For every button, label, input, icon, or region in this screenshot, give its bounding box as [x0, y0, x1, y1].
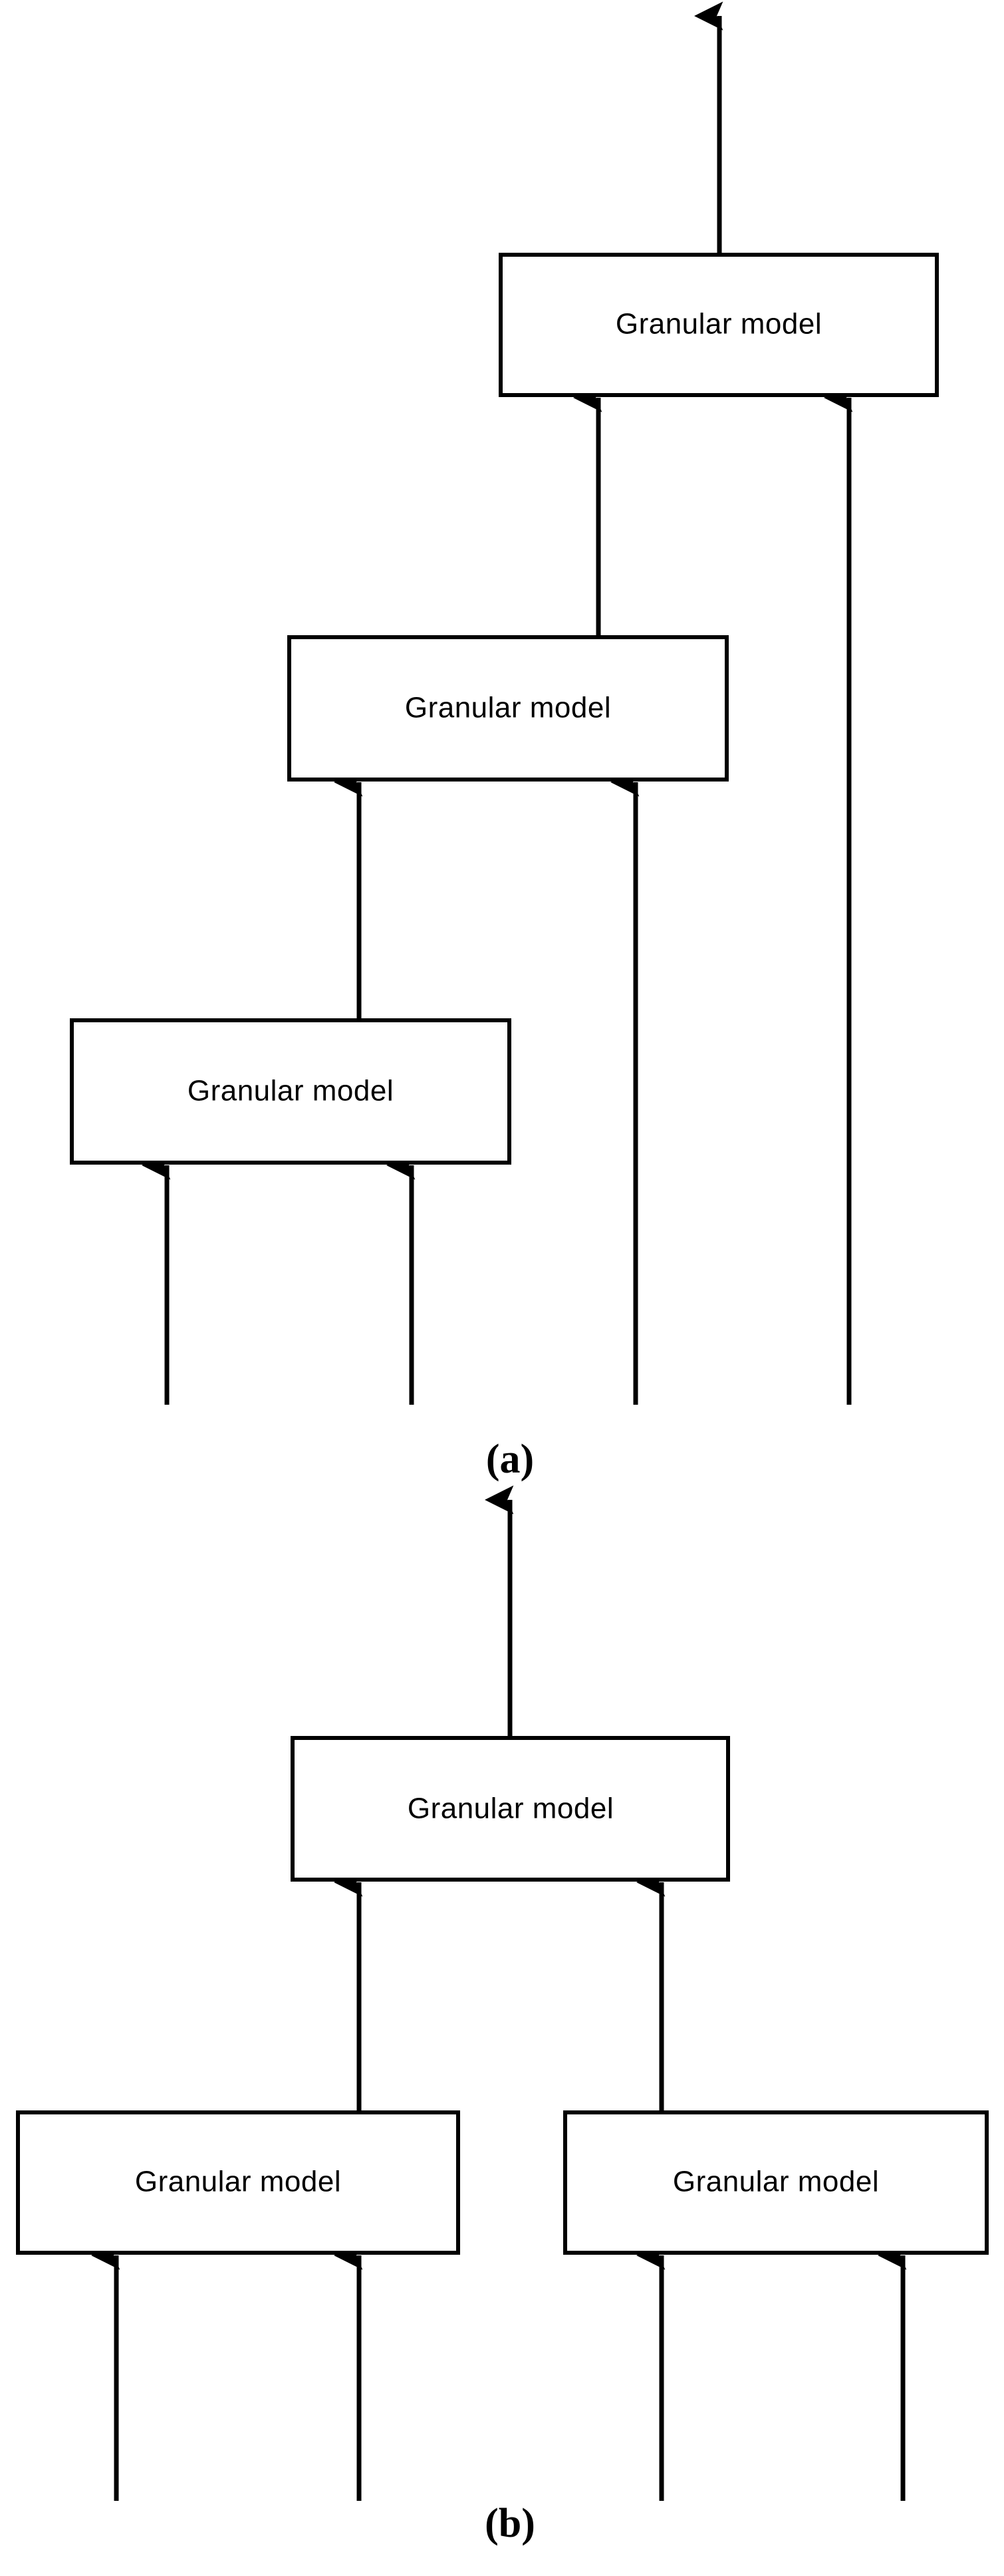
panel-a-caption: (a): [486, 1437, 534, 1482]
a-node-bottom[interactable]: Granular model: [70, 1018, 511, 1165]
a-node-top-box[interactable]: [499, 253, 939, 397]
a-node-top-label: Granular model: [616, 308, 822, 341]
a-node-bottom-label: Granular model: [188, 1075, 394, 1107]
a-node-middle[interactable]: Granular model: [287, 635, 729, 782]
panel-b: Granular model Granular model Granular m…: [16, 1485, 989, 2546]
b-node-bottom-left-label: Granular model: [135, 2166, 341, 2198]
b-node-bottom-left-box[interactable]: [16, 2110, 460, 2255]
b-node-bottom-right-label: Granular model: [673, 2166, 879, 2198]
a-node-bottom-box[interactable]: [70, 1018, 511, 1165]
b-node-top-box[interactable]: [291, 1736, 730, 1882]
a-node-top[interactable]: Granular model: [499, 253, 939, 397]
panel-b-caption: (b): [485, 2501, 535, 2546]
b-node-bottom-right-box[interactable]: [563, 2110, 989, 2255]
b-node-bottom-left[interactable]: Granular model: [16, 2110, 460, 2255]
a-node-middle-box[interactable]: [287, 635, 729, 782]
b-node-top-label: Granular model: [408, 1792, 614, 1825]
b-node-bottom-right[interactable]: Granular model: [563, 2110, 989, 2255]
a-node-middle-label: Granular model: [405, 692, 611, 724]
b-node-top[interactable]: Granular model: [291, 1736, 730, 1882]
panel-a: Granular model Granular model Granular m…: [70, 1, 939, 1482]
